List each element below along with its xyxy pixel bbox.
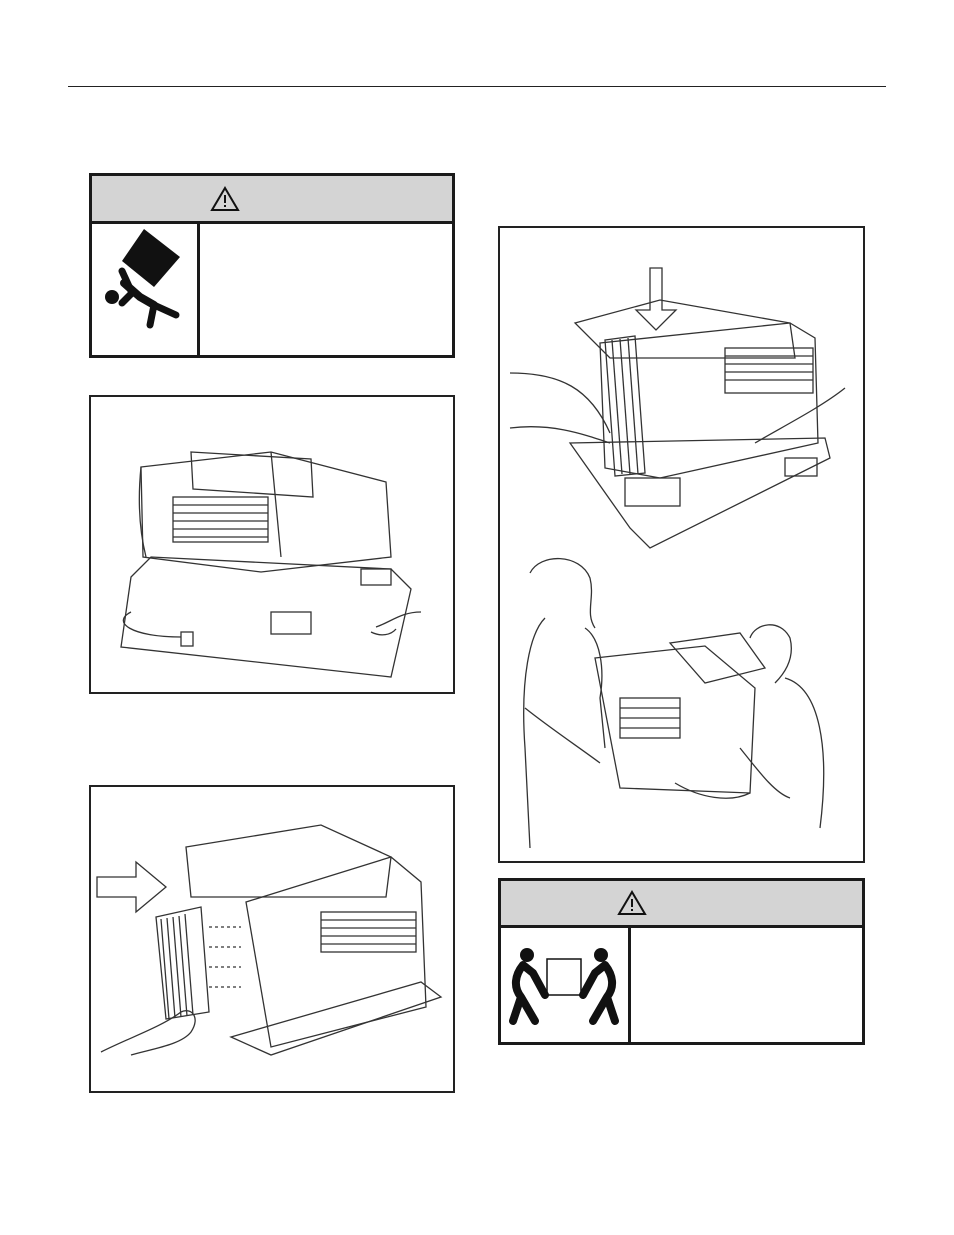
warning-box-lift — [498, 878, 865, 1045]
lift-and-carry-illustration — [509, 267, 846, 849]
warning-triangle-icon — [210, 185, 240, 211]
two-person-lift-icon — [509, 948, 619, 1025]
unit-on-base-illustration — [120, 451, 422, 678]
pictogram-cell — [501, 925, 631, 1042]
figure-unit-on-base — [89, 395, 455, 694]
warning-header — [92, 176, 452, 224]
figure-lift-and-carry — [498, 226, 865, 863]
warning-triangle-icon — [617, 890, 647, 915]
header-rule — [68, 86, 886, 87]
install-side-curtain-illustration — [96, 824, 443, 1056]
warning-box-tip-over — [89, 173, 455, 358]
pictogram-cell — [92, 221, 200, 355]
figure-install-side-curtain — [89, 785, 455, 1093]
tip-over-hazard-icon — [105, 229, 180, 329]
warning-header — [501, 881, 862, 928]
